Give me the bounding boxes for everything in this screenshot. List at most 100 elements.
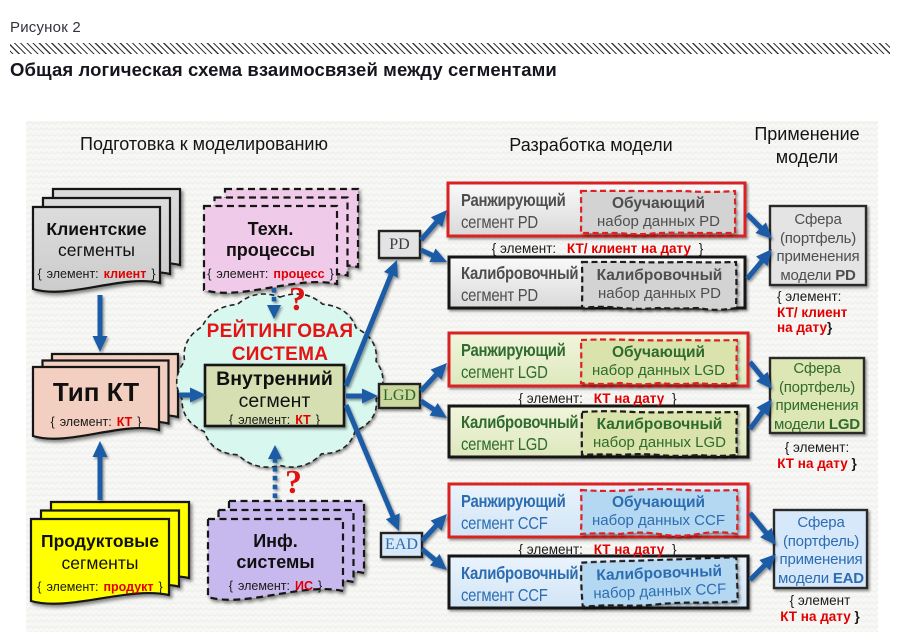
box-title: Калибровочный — [461, 563, 579, 583]
dataset-subtitle: набор данных LGD — [591, 362, 726, 379]
arrow-clients-to-kt — [92, 295, 108, 352]
arrow-internal-to-lgd — [346, 388, 378, 404]
sphere-line4: модели EAD — [774, 570, 868, 589]
caption-line2-text: КТ на дату — [780, 608, 851, 624]
lgd-element-caption: { элемент: КТ на дату } — [449, 391, 746, 406]
box-title: Внутренний — [216, 368, 333, 390]
pd-node-label: PD — [389, 235, 410, 253]
arrow-lgd-ranking-to-sphere — [748, 360, 772, 389]
stack-subtitle: сегменты — [61, 553, 139, 573]
dataset-title: Калибровочный — [596, 416, 723, 433]
lgd-node-box — [377, 382, 422, 410]
lgd-ranking-label: Ранжирующий сегмент LGD — [461, 339, 566, 383]
caption-line1: { элемент — [789, 593, 851, 608]
pd-calibration-dataset-label: Калибровочный набор данных PD — [582, 267, 737, 303]
dataset-subtitle: набор данных CCF — [591, 512, 725, 529]
dataset-subtitle: набор данных PD — [596, 213, 721, 230]
caption-line2: КТ/ клиент — [777, 304, 848, 320]
caption-close: } — [851, 455, 857, 471]
ccf-ranking-label: Ранжирующий сегмент CCF — [461, 490, 566, 534]
pd-element-caption: { элемент: КТ/ клиент на дату } — [449, 241, 746, 256]
dataset-subtitle: набор данных PD — [597, 285, 722, 302]
box-subtitle: сегмент PD — [461, 212, 538, 232]
lgd-sphere-label: Сфера (портфель) применения модели LGD — [770, 360, 864, 434]
cloud-title-line1: РЕЙТИНГОВАЯ — [206, 321, 354, 342]
sphere-line2: (портфель) — [779, 229, 857, 247]
caption-line3-text: на дату — [777, 320, 827, 335]
ead-sphere-caption: { элемент КТ на дату } — [768, 593, 872, 624]
ccf-training-dataset-label: Обучающий набор данных CCF — [581, 494, 736, 530]
doc-stack-product-segments — [29, 500, 191, 605]
arrow-ccf-calibration-to-sphere — [748, 554, 776, 582]
lgd-sphere-caption: { элемент: КТ на дату } — [765, 440, 869, 471]
sphere-model-code: EAD — [832, 569, 864, 587]
caption-line2: КТ на дату } — [765, 456, 869, 472]
pd-ranking-label: Ранжирующий сегмент PD — [461, 189, 566, 233]
ccf-sphere-label: Сфера (портфель) применения модели EAD — [774, 514, 868, 588]
lgd-calibration-dataset-label: Калибровочный набор данных LGD — [582, 416, 737, 452]
sphere-line4: модели LGD — [770, 416, 864, 435]
figure-label: Рисунок 2 — [10, 19, 81, 36]
caption-label: элемент: — [238, 413, 291, 427]
stack-title: Инф. — [253, 531, 298, 551]
caption-value: КТ/ клиент на дату — [566, 241, 691, 256]
ccf-element-caption: { элемент: КТ на дату } — [449, 542, 746, 557]
doc-stack-tech-processes — [202, 187, 360, 294]
stack-title: Продуктовые — [40, 531, 159, 551]
sphere-line3: применения — [775, 397, 859, 414]
doc-stack-client-segments — [31, 187, 182, 293]
sphere-line4-text: модели — [780, 266, 832, 284]
caption-open: { элемент: — [491, 241, 557, 256]
caption-close: } — [671, 542, 677, 557]
sphere-model-code: LGD — [828, 415, 860, 433]
stack-title: Тип КТ — [52, 377, 140, 407]
sphere-line1: Сфера — [794, 211, 842, 228]
caption-label: элемент: — [237, 579, 290, 593]
caption-value: КТ на дату — [593, 542, 665, 557]
info-systems-label: Инф. системы{элемент:ИС} — [208, 531, 343, 593]
element-caption: {элемент:КТ} — [205, 413, 344, 427]
caption-close: } — [318, 579, 323, 593]
arrow-ead-to-ranking — [420, 514, 447, 543]
sphere-line1: Сфера — [797, 514, 845, 531]
arrow-lgd-to-calibration — [419, 398, 447, 418]
arrow-ccf-ranking-to-sphere — [748, 511, 776, 545]
doc-stack-kt-type — [31, 352, 180, 440]
sphere-line4: модели PD — [770, 267, 866, 286]
dataset-title: Калибровочный — [596, 267, 723, 284]
box-subtitle: сегмент CCF — [461, 585, 548, 605]
caption-line2-text: КТ на дату — [777, 455, 848, 471]
caption-open: { элемент: — [518, 391, 583, 406]
rating-system-label: РЕЙТИНГОВАЯ СИСТЕМА — [190, 321, 370, 367]
caption-open: { — [37, 267, 42, 281]
caption-line3: на дату} — [777, 320, 869, 336]
arrow-pd-calibration-to-sphere — [745, 249, 772, 281]
caption-line1: { элемент: — [784, 440, 850, 455]
ccf-training-dataset-box — [579, 487, 739, 537]
caption-open: { — [229, 413, 234, 427]
box-title: Калибровочный — [461, 412, 579, 432]
caption-label: элемент: — [46, 267, 99, 281]
sphere-line4-text: модели — [774, 415, 825, 433]
caption-value: КТ на дату — [593, 391, 665, 406]
caption-close: } — [698, 241, 704, 256]
pd-training-dataset-label: Обучающий набор данных PD — [581, 195, 736, 231]
stack-title: Клиентские — [46, 219, 147, 239]
pd-calibration-dataset-box — [580, 260, 738, 311]
ccf-calibration-dataset-label: Калибровочный набор данных CCF — [581, 562, 737, 603]
arrow-tech-to-cloud — [267, 288, 281, 319]
dataset-title: Обучающий — [611, 494, 706, 511]
arrow-pd-to-ranking — [419, 210, 447, 242]
dataset-title: Обучающий — [611, 195, 706, 212]
lgd-calibration-label: Калибровочный сегмент LGD — [461, 411, 579, 455]
caption-open: { — [228, 579, 233, 593]
arrow-internal-to-ead — [343, 404, 400, 531]
internal-segment-label: Внутренний сегмент{элемент:КТ} — [205, 368, 344, 427]
box-title: Ранжирующий — [461, 340, 566, 360]
element-caption: {элемент:КТ} — [33, 415, 159, 429]
pd-training-dataset-box — [579, 189, 737, 236]
caption-value: ИС — [294, 579, 313, 593]
caption-value: процесс — [273, 267, 325, 281]
pd-sphere-label: Сфера (портфель) применения модели PD — [770, 211, 866, 285]
